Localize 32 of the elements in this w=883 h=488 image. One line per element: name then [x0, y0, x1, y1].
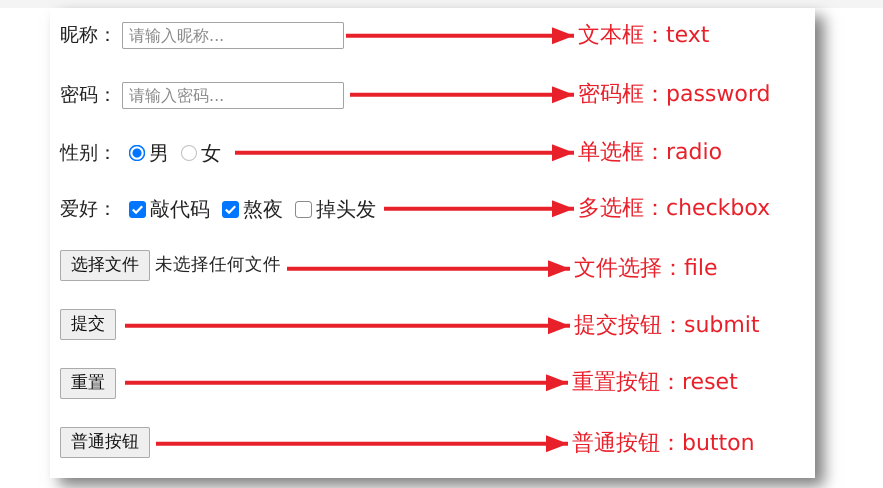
annotation-label: 文本框：text [578, 22, 710, 50]
choose-file-button: 选择文件 [60, 250, 150, 280]
arrow [384, 200, 574, 218]
annotation-label: 单选框：radio [578, 139, 722, 166]
arrow [156, 435, 568, 452]
option-label: 敲代码 [150, 197, 210, 221]
annotation-label: 普通按钮：button [572, 430, 755, 458]
text-input-field: 请输入昵称... [122, 22, 344, 48]
annotation-label: 多选框：checkbox [578, 195, 770, 222]
arrow [125, 317, 570, 334]
file-status-text: 未选择任何文件 [155, 254, 281, 276]
option-label: 男 [149, 141, 169, 165]
arrow [350, 86, 574, 104]
arrow [346, 27, 574, 44]
reset-button: 重置 [60, 368, 116, 398]
option-label: 熬夜 [243, 197, 283, 221]
option-label: 掉头发 [316, 197, 376, 221]
field-label: 爱好： [60, 198, 117, 220]
field-label: 密码： [60, 84, 117, 106]
submit-button: 提交 [60, 308, 116, 340]
annotation-label: 提交按钮：submit [574, 312, 760, 340]
field-label: 性别： [60, 142, 117, 164]
field-label: 昵称： [60, 24, 117, 46]
plain-button: 普通按钮 [60, 426, 150, 458]
arrow [125, 374, 568, 392]
arrow [235, 144, 574, 162]
password-input-field: 请输入密码... [122, 82, 344, 108]
annotation-label: 密码框：password [578, 81, 770, 108]
arrow [287, 260, 570, 278]
option-label: 女 [201, 141, 221, 165]
annotation-label: 重置按钮：reset [572, 369, 738, 396]
annotation-label: 文件选择：file [574, 255, 718, 282]
